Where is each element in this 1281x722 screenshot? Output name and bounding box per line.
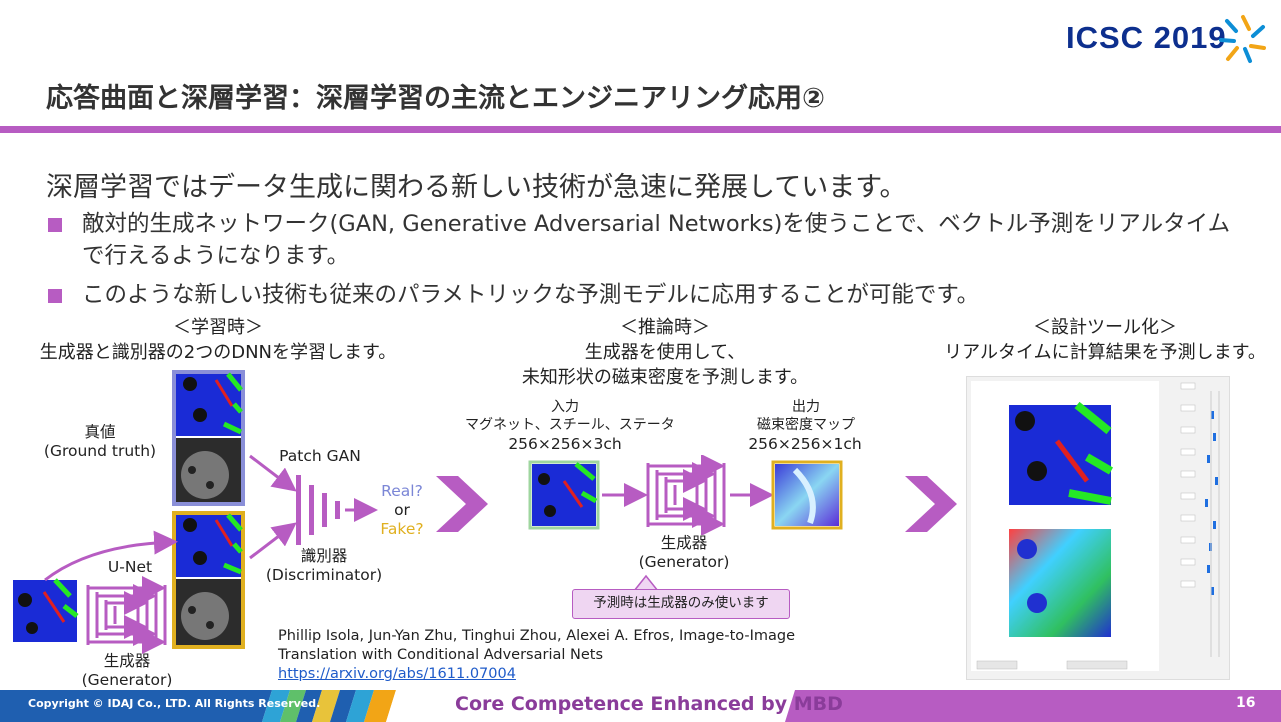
training-description: 生成器と識別器の2つのDNNを学習します。 xyxy=(39,342,397,363)
training-heading: ＜学習時＞ xyxy=(173,317,263,338)
bullet-item: このような新しい技術も従来のパラメトリックな予測モデルに応用することが可能です。 xyxy=(48,279,1243,311)
discriminator-label: 識別器 xyxy=(300,547,348,565)
reference-line-2: Translation with Conditional Adversarial… xyxy=(278,647,603,663)
truth-label-en: (Ground truth) xyxy=(43,442,157,460)
bullet-square-icon xyxy=(48,289,62,303)
logo: ICSC 2019 xyxy=(1066,14,1271,66)
input-dimension: 256×256×3ch xyxy=(508,435,622,453)
bullet-text: 敵対的生成ネットワーク(GAN, Generative Adversarial … xyxy=(82,211,1231,269)
chevron-right-icon xyxy=(905,476,957,532)
output-description: 磁束密度マップ xyxy=(757,417,855,433)
inference-description-2: 未知形状の磁束密度を予測します。 xyxy=(521,367,809,388)
generated-images xyxy=(172,511,245,649)
tool-screenshot-graphic xyxy=(971,381,1220,671)
bullet-square-icon xyxy=(48,218,62,232)
or-label: or xyxy=(394,501,410,519)
design-tool-screenshot xyxy=(966,376,1230,680)
copyright-text: Copyright © IDAJ Co., LTD. All Rights Re… xyxy=(28,697,321,710)
reference-link[interactable]: https://arxiv.org/abs/1611.07004 xyxy=(278,666,516,682)
reference-line-1: Phillip Isola, Jun-Yan Zhu, Tinghui Zhou… xyxy=(278,628,796,644)
bullet-text: このような新しい技術も従来のパラメトリックな予測モデルに応用することが可能です。 xyxy=(82,282,980,308)
discriminator-block xyxy=(296,475,340,545)
tool-heading: ＜設計ツール化＞ xyxy=(1033,317,1177,338)
inference-heading: ＜推論時＞ xyxy=(620,317,710,338)
title-divider xyxy=(0,126,1281,133)
inference-generator-block xyxy=(646,455,726,535)
inference-description-1: 生成器を使用して、 xyxy=(584,342,746,363)
bullet-item: 敵対的生成ネットワーク(GAN, Generative Adversarial … xyxy=(48,208,1243,272)
input-title: 入力 xyxy=(551,399,579,415)
footer-tagline: Core Competence Enhanced by MBD xyxy=(455,693,843,715)
page-title: 応答曲面と深層学習：深層学習の主流とエンジニアリング応用② xyxy=(46,83,825,114)
chevron-right-icon xyxy=(436,476,488,532)
generator-label-en: (Generator) xyxy=(81,671,173,689)
patchgan-label: Patch GAN xyxy=(279,447,361,465)
tool-description: リアルタイムに計算結果を予測します。 xyxy=(944,342,1266,363)
callout-note: 予測時は生成器のみ使います xyxy=(572,589,790,619)
fake-label: Fake? xyxy=(380,520,424,538)
discriminator-label-en: (Discriminator) xyxy=(265,566,383,584)
real-label: Real? xyxy=(381,482,423,500)
logo-text: ICSC 2019 xyxy=(1066,20,1227,55)
footer-bar xyxy=(0,690,1281,722)
inference-input-image xyxy=(528,460,600,530)
generator-unet-block xyxy=(86,576,167,654)
star-logo-icon xyxy=(1219,15,1266,63)
training-diagram xyxy=(13,370,378,654)
input-description: マグネット、スチール、ステータ xyxy=(465,417,675,433)
input-image xyxy=(13,578,79,642)
inference-generator-label-en: (Generator) xyxy=(638,553,730,571)
page-number: 16 xyxy=(1236,695,1256,711)
flux-density-map-image xyxy=(771,460,843,530)
truth-label: 真値 xyxy=(84,423,116,441)
inference-generator-label: 生成器 xyxy=(660,534,708,552)
output-dimension: 256×256×1ch xyxy=(748,435,862,453)
ground-truth-images xyxy=(172,370,245,506)
unet-label: U-Net xyxy=(107,558,153,576)
lead-text: 深層学習ではデータ生成に関わる新しい技術が急速に発展しています。 xyxy=(46,172,907,203)
reference: Phillip Isola, Jun-Yan Zhu, Tinghui Zhou… xyxy=(278,627,795,684)
generator-label: 生成器 xyxy=(103,652,151,670)
output-title: 出力 xyxy=(792,399,820,415)
inference-diagram xyxy=(528,455,843,535)
